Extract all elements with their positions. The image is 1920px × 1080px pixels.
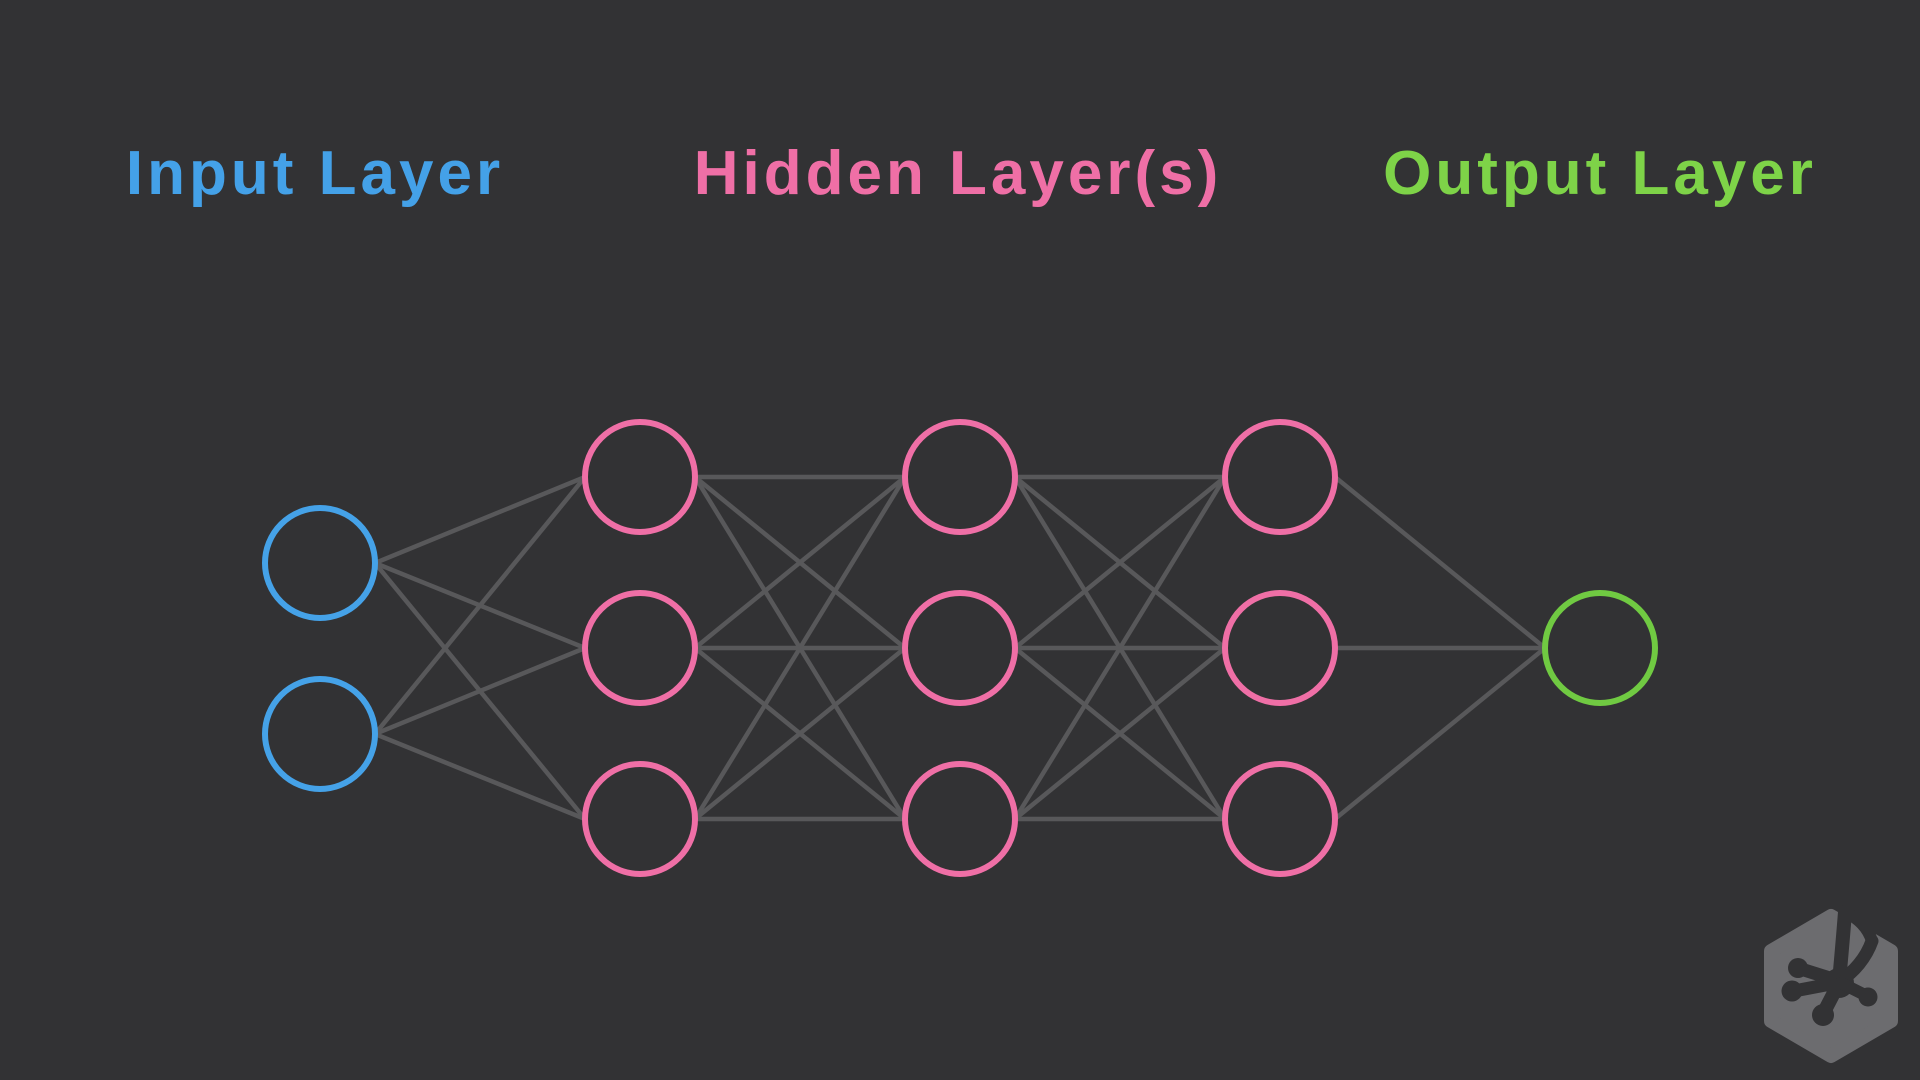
- layer-label-hidden: Hidden Layer(s): [693, 139, 1223, 208]
- edge: [374, 645, 586, 737]
- hidden-layer-1-node: [582, 419, 698, 535]
- hidden-layer-3-node: [1222, 590, 1338, 706]
- edge: [1013, 475, 1227, 650]
- hidden-layer-1-node: [582, 590, 698, 706]
- edge: [374, 731, 586, 822]
- input-layer-node: [262, 676, 378, 792]
- hidden-layer-2-node: [902, 761, 1018, 877]
- edges-group: [373, 474, 1547, 822]
- hidden-layer-2-node: [902, 590, 1018, 706]
- hidden-layer-3-node: [1222, 419, 1338, 535]
- nodes-group: [262, 419, 1658, 877]
- edge: [374, 474, 586, 566]
- edge: [1333, 646, 1547, 821]
- layer-label-input: Input Layer: [125, 139, 505, 208]
- hidden-layer-2-node: [902, 419, 1018, 535]
- hidden-layer-3-node: [1222, 761, 1338, 877]
- layer-label-output: Output Layer: [1383, 139, 1817, 208]
- edge: [373, 475, 587, 736]
- edge: [1013, 475, 1227, 821]
- edge: [693, 646, 907, 821]
- edge: [693, 475, 907, 821]
- hidden-layer-1-node: [582, 761, 698, 877]
- edge: [693, 475, 907, 650]
- input-layer-node: [262, 505, 378, 621]
- edge: [1333, 475, 1547, 650]
- output-layer-node: [1542, 590, 1658, 706]
- edge: [1013, 646, 1227, 821]
